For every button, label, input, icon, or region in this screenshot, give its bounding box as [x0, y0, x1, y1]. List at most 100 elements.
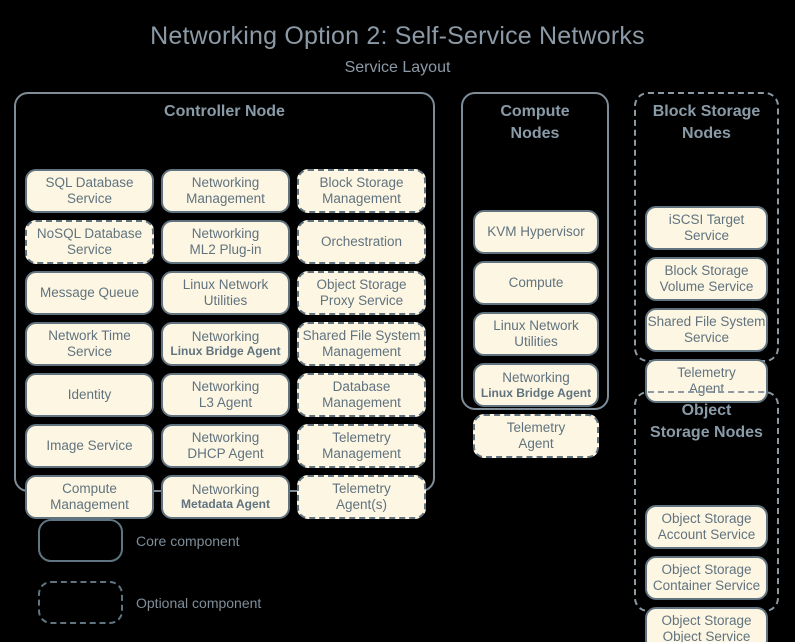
service-chip[interactable]: KVM Hypervisor — [473, 210, 599, 255]
service-chip[interactable]: Message Queue — [25, 270, 154, 315]
service-label-line1: Object Storage — [661, 613, 752, 629]
block-storage-nodes-title-line2: Nodes — [682, 124, 731, 142]
service-label-line1: Telemetry — [506, 420, 566, 436]
service-label-line1: Networking — [191, 174, 260, 190]
service-label-line1: Networking — [191, 225, 260, 241]
legend-swatch-core — [38, 519, 123, 562]
service-label-line2: Management — [322, 445, 401, 461]
compute-nodes-title: Compute Nodes — [463, 94, 607, 148]
service-label-line1: Telemetry — [332, 429, 391, 445]
service-label-line2: Service — [683, 330, 729, 346]
service-label-line1: Networking — [191, 378, 260, 394]
service-label-line2: Management — [322, 343, 401, 359]
service-label-line2: Linux Bridge Agent — [170, 344, 281, 359]
service-label-line2: Agent(s) — [335, 496, 388, 512]
service-label-line1: Telemetry — [332, 480, 391, 496]
service-chip[interactable]: Identity — [25, 372, 154, 417]
compute-nodes-title-line2: Nodes — [510, 124, 560, 142]
service-label-line1: Network Time — [48, 327, 131, 343]
service-label-line1: Networking — [191, 328, 260, 344]
service-label-line1: Object Storage — [661, 511, 752, 527]
service-label-line1: Linux Network — [493, 318, 579, 334]
service-label-line1: Shared File System — [302, 327, 421, 343]
service-label-line1: Block Storage — [319, 174, 404, 190]
service-label-line1: Message Queue — [39, 284, 140, 300]
service-label-line2: Volume Service — [659, 279, 754, 295]
service-label-line2: Account Service — [657, 527, 756, 543]
compute-nodes-title-line1: Compute — [500, 103, 570, 120]
service-chip[interactable]: Compute — [473, 261, 599, 306]
service-label-line2: DHCP Agent — [187, 445, 264, 461]
block-storage-nodes-title-line1: Block Storage — [652, 103, 761, 120]
service-label-line2: Linux Bridge Agent — [480, 386, 592, 401]
service-label-line1: Compute — [508, 275, 564, 291]
service-label-line2: Service — [683, 228, 729, 244]
service-label-line2: Metadata Agent — [181, 497, 270, 512]
service-label-line1: Object Storage — [316, 276, 407, 292]
service-label-line2: Utilities — [514, 334, 558, 350]
legend-label-core: Core component — [136, 533, 240, 549]
service-chip[interactable]: Orchestration — [297, 219, 426, 264]
diagram-subtitle: Service Layout — [344, 59, 451, 76]
service-label-line2: Management — [322, 394, 401, 410]
service-label-line1: Object Storage — [661, 562, 752, 578]
service-label-line2: Management — [50, 496, 129, 512]
service-label-line1: Networking — [191, 481, 260, 497]
service-label-line1: Linux Network — [182, 276, 269, 292]
service-label-line2: Management — [186, 190, 265, 206]
block-storage-nodes-title: Block Storage Nodes — [636, 94, 777, 148]
service-label-line2: Service — [66, 190, 112, 206]
controller-node-title: Controller Node — [164, 103, 285, 120]
service-label-line2: Utilities — [203, 292, 248, 308]
service-label-line2: Agent — [518, 436, 554, 452]
service-label-line1: Compute — [62, 480, 117, 496]
diagram-title: Networking Option 2: Self-Service Networ… — [150, 22, 645, 50]
service-label-line2: Object Service — [662, 629, 751, 642]
service-label-line2: Service — [66, 241, 112, 257]
object-storage-nodes-title-line1: Object — [681, 402, 732, 419]
service-label-line1: NoSQL Database — [36, 225, 143, 241]
service-label-line2: Container Service — [652, 578, 761, 594]
service-label-line1: Shared File System — [647, 314, 766, 330]
service-label-line1: Database — [332, 378, 391, 394]
service-label-line1: Image Service — [46, 437, 133, 453]
service-label-line1: Telemetry — [677, 365, 736, 381]
service-label-line1: SQL Database — [45, 174, 134, 190]
service-label-line2: Management — [322, 190, 401, 206]
service-label-line2: L3 Agent — [198, 394, 253, 410]
service-chip[interactable]: Image Service — [25, 423, 154, 468]
service-label-line2: Proxy Service — [319, 292, 404, 308]
object-storage-nodes-title: Object Storage Nodes — [636, 393, 777, 447]
